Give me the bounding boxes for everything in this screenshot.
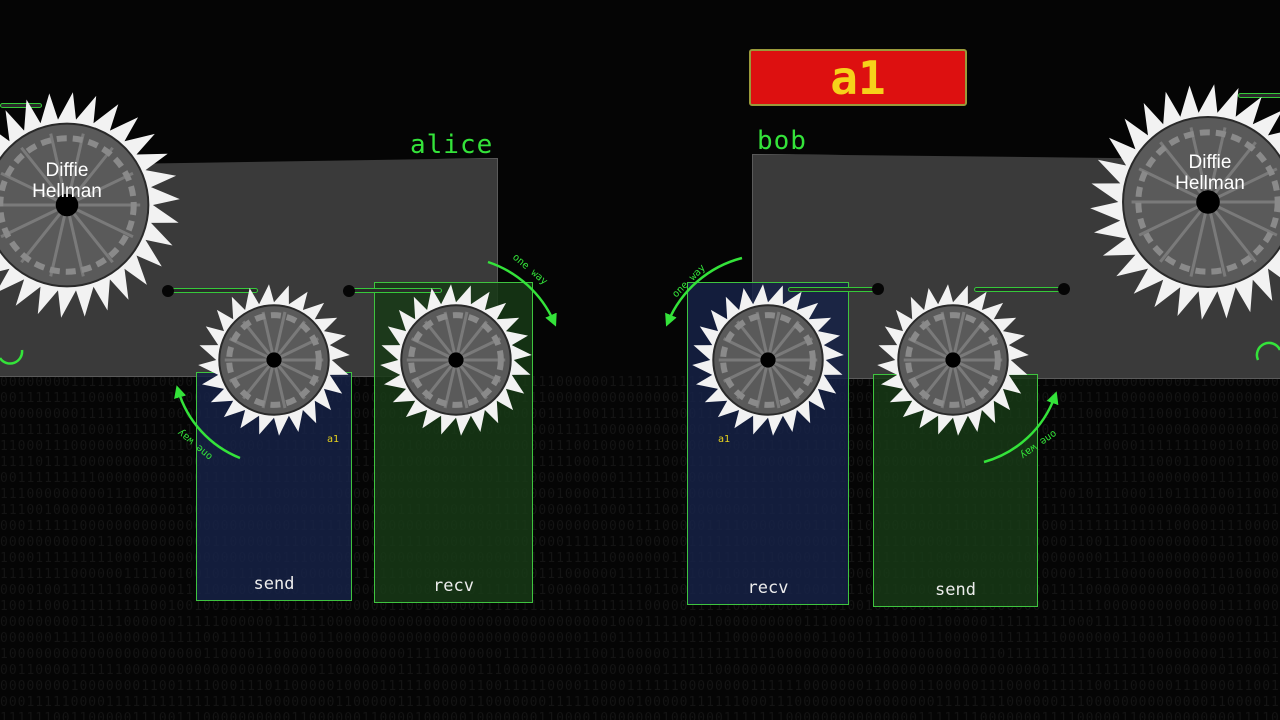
chain-icon [408,312,504,408]
bob-dh-label: Diffie Hellman [1158,152,1262,194]
gear-spoke [1138,167,1200,199]
gear-spoke [1138,205,1200,237]
gear-spoke [75,207,134,239]
rail-top-right [1238,93,1280,98]
gear-spoke [20,146,63,199]
gear-hub [760,352,776,368]
chain-icon [226,312,322,408]
gear-spoke [1213,209,1257,263]
gear-spoke [71,146,114,199]
pin-hole [343,285,355,297]
chain-icon [720,312,816,408]
gear-spoke [49,214,67,277]
one-way-label: one way [670,263,708,301]
gear-spoke [67,214,85,277]
one-way-label: one way [176,427,215,463]
dh-label-line2: Hellman [1175,173,1245,194]
gear-spoke [1159,209,1203,263]
bob-recv-gear-icon [692,284,844,436]
gear-spoke [1159,141,1203,195]
gear-spoke [273,311,287,354]
alice-recv-label: recv [433,576,474,596]
gear-hub [448,352,464,368]
gear-spoke [1189,127,1208,193]
alice-send-gear-icon [198,284,350,436]
alice-recv-arrow-icon [487,260,557,327]
rail-top-left [0,103,42,108]
dh-label-line1: Diffie [1188,152,1232,173]
alice-chain-token: a1 [327,434,340,445]
bob-dh-gear-icon [1090,84,1280,320]
gear-spoke [67,133,85,196]
gear-hub [55,193,79,217]
alice-send-label: send [253,574,295,594]
gear-spoke [1208,211,1227,277]
gear-spoke [71,211,114,264]
gear-spoke [455,311,469,354]
gear-spoke [1216,167,1278,199]
alice-label: alice [410,130,494,160]
pin-hole [872,283,884,295]
gear-spoke [1189,211,1208,277]
gear-spoke [75,171,134,203]
one-way-label: one way [1018,428,1059,461]
gear-spoke [0,171,59,203]
gear-spoke [455,366,469,409]
right-edge-arrow-icon [1255,341,1280,361]
one-way-label: one way [510,252,549,288]
alice-dh-label: Diffie Hellman [15,160,119,202]
chain-icon [0,135,137,275]
bob-send-gear-icon [877,284,1029,436]
dh-label-line2: Hellman [32,181,102,202]
shared-key-text: a1 [830,50,886,105]
dh-label-line1: Diffie [45,160,89,181]
gear-spoke [0,207,59,239]
gear-spoke [273,366,287,409]
gear-spoke [1213,141,1257,195]
gear-spoke [952,311,966,354]
gear-spoke [1208,127,1227,193]
chain-icon [905,312,1001,408]
chain-icon [1135,129,1280,275]
gear-spoke [952,366,966,409]
pin-hole [162,285,174,297]
gear-spoke [767,311,781,354]
shared-key-badge: a1 [749,49,967,106]
gear-spoke [1216,205,1278,237]
pin-hole [1058,283,1070,295]
gear-hub [1196,190,1220,214]
gear-spoke [49,133,67,196]
alice-send-arrow-icon [174,385,241,460]
gear-spoke [767,366,781,409]
left-edge-arrow-icon [0,349,24,365]
bob-send-label: send [935,580,976,600]
bob-send-arrow-icon [983,391,1059,464]
gear-hub [266,352,282,368]
bob-recv-label: recv [747,578,789,598]
bob-label: bob [757,126,807,156]
gear-spoke [20,211,63,264]
bob-chain-token: a1 [718,434,731,445]
alice-recv-gear-icon [380,284,532,436]
alice-dh-gear-icon [0,92,180,318]
gear-hub [945,352,961,368]
bob-recv-arrow-icon [665,256,743,327]
